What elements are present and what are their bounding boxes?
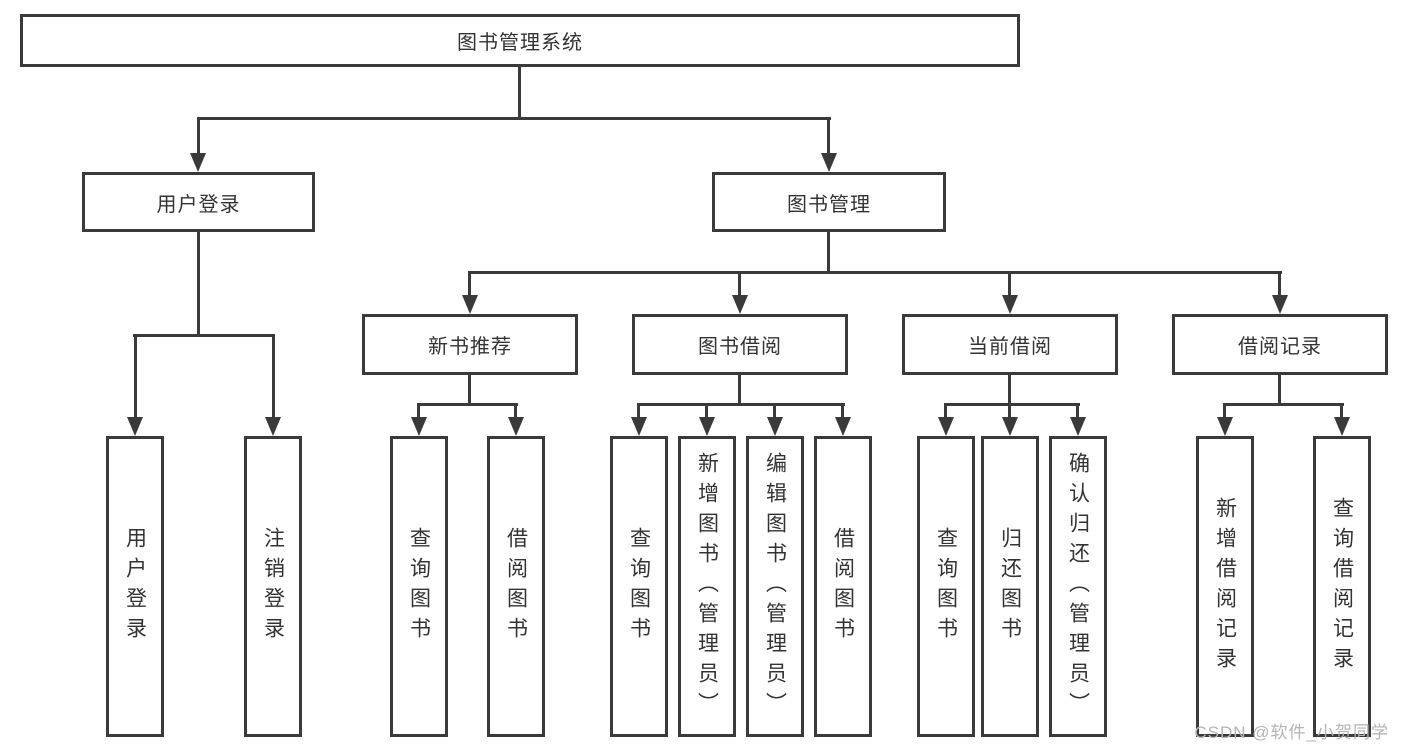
node-leaf-borrow-books-1: 借阅图书 (487, 436, 545, 737)
node-new-book-recommend-label: 新书推荐 (428, 336, 512, 358)
arrowhead-user-login (190, 153, 206, 172)
connector-root-distribution (197, 117, 831, 120)
node-leaf-query-borrow-record: 查询借阅记录 (1313, 436, 1371, 737)
node-leaf-logout: 注销登录 (244, 436, 302, 737)
connector-to-new-book-recommend (468, 271, 471, 297)
arrowhead-book-management (821, 153, 837, 172)
arrowhead-leaf-logout (265, 417, 281, 436)
connector-borrowing-records-distribution (1223, 403, 1344, 406)
node-current-borrowing-label: 当前借阅 (968, 336, 1052, 358)
connector-book-management-distribution (468, 271, 1282, 274)
arrowhead-leaf-query-record (1334, 417, 1350, 436)
node-leaf-user-login: 用户登录 (106, 436, 164, 737)
arrowhead-new-book-recommend (462, 295, 478, 314)
node-book-management-label: 图书管理 (787, 193, 871, 216)
node-leaf-query-books-1: 查询图书 (390, 436, 448, 737)
connector-to-leaf-return-books (1008, 403, 1011, 419)
connector-current-borrowing-stub (1008, 373, 1011, 405)
node-leaf-query-books-3-label: 查询图书 (934, 526, 958, 647)
node-new-book-recommend: 新书推荐 (362, 314, 578, 375)
node-book-management: 图书管理 (712, 172, 946, 232)
node-leaf-return-books: 归还图书 (981, 436, 1039, 737)
connector-to-leaf-query-books-1 (417, 403, 420, 419)
arrowhead-leaf-add-books (699, 417, 715, 436)
node-book-borrowing: 图书借阅 (632, 314, 848, 375)
node-leaf-logout-label: 注销登录 (261, 526, 285, 647)
connector-book-management-stub (827, 231, 830, 273)
node-current-borrowing: 当前借阅 (902, 314, 1118, 375)
arrowhead-borrowing-records (1272, 295, 1288, 314)
arrowhead-leaf-query-books-2 (631, 417, 647, 436)
connector-to-leaf-query-books-2 (637, 403, 640, 419)
node-leaf-add-borrow-record-label: 新增借阅记录 (1213, 496, 1237, 677)
connector-user-login-stub (197, 231, 200, 336)
connector-user-login-distribution (133, 334, 275, 337)
node-leaf-confirm-return-admin-label: 确认归还（管理员） (1066, 451, 1090, 722)
node-user-login: 用户登录 (82, 172, 315, 232)
connector-to-leaf-add-books (705, 403, 708, 419)
node-leaf-query-books-1-label: 查询图书 (407, 526, 431, 647)
arrowhead-leaf-user-login (127, 417, 143, 436)
arrowhead-leaf-borrow-books-1 (508, 417, 524, 436)
connector-to-leaf-borrow-books-1 (514, 403, 517, 419)
connector-to-leaf-edit-books (773, 403, 776, 419)
node-leaf-query-borrow-record-label: 查询借阅记录 (1330, 496, 1354, 677)
node-leaf-query-books-2-label: 查询图书 (627, 526, 651, 647)
node-leaf-add-borrow-record: 新增借阅记录 (1196, 436, 1254, 737)
node-leaf-borrow-books-1-label: 借阅图书 (504, 526, 528, 647)
connector-root-to-user-login (197, 117, 200, 155)
connector-root-to-book-management (827, 117, 830, 155)
node-leaf-add-books-admin: 新增图书（管理员） (678, 436, 736, 737)
node-borrowing-records: 借阅记录 (1172, 314, 1388, 375)
arrowhead-leaf-edit-books (767, 417, 783, 436)
connector-to-borrowing-records (1278, 271, 1281, 297)
node-leaf-query-books-3: 查询图书 (917, 436, 975, 737)
node-borrowing-records-label: 借阅记录 (1238, 336, 1322, 358)
arrowhead-book-borrowing (732, 295, 748, 314)
connector-to-leaf-add-record (1223, 403, 1226, 419)
node-leaf-query-books-2: 查询图书 (610, 436, 668, 737)
connector-new-book-recommend-distribution (417, 403, 518, 406)
node-root: 图书管理系统 (20, 14, 1020, 67)
node-root-label: 图书管理系统 (457, 32, 583, 54)
node-leaf-borrow-books-2: 借阅图书 (814, 436, 872, 737)
connector-book-borrowing-stub (738, 373, 741, 405)
connector-root-stub (518, 66, 521, 119)
connector-borrowing-records-stub (1278, 373, 1281, 405)
node-leaf-user-login-label: 用户登录 (123, 526, 147, 647)
node-leaf-edit-books-admin: 编辑图书（管理员） (746, 436, 804, 737)
arrowhead-current-borrowing (1002, 295, 1018, 314)
connector-to-leaf-logout (272, 334, 275, 419)
connector-to-leaf-confirm-return (1076, 403, 1079, 419)
connector-new-book-recommend-stub (468, 373, 471, 405)
connector-to-leaf-borrow-books-2 (841, 403, 844, 419)
arrowhead-leaf-confirm-return (1070, 417, 1086, 436)
node-user-login-label: 用户登录 (156, 193, 241, 216)
arrowhead-leaf-query-books-3 (938, 417, 954, 436)
arrowhead-leaf-query-books-1 (411, 417, 427, 436)
connector-to-leaf-user-login (134, 334, 137, 419)
node-leaf-borrow-books-2-label: 借阅图书 (831, 526, 855, 647)
arrowhead-leaf-return-books (1002, 417, 1018, 436)
csdn-watermark: CSDN @软件_小贺同学 (1194, 723, 1389, 742)
node-leaf-edit-books-admin-label: 编辑图书（管理员） (763, 451, 787, 722)
connector-to-leaf-query-books-3 (944, 403, 947, 419)
connector-current-borrowing-distribution (944, 403, 1080, 406)
node-leaf-add-books-admin-label: 新增图书（管理员） (695, 451, 719, 722)
node-leaf-confirm-return-admin: 确认归还（管理员） (1049, 436, 1107, 737)
node-book-borrowing-label: 图书借阅 (698, 336, 782, 358)
connector-to-current-borrowing (1008, 271, 1011, 297)
connector-book-borrowing-distribution (637, 403, 845, 406)
arrowhead-leaf-borrow-books-2 (835, 417, 851, 436)
arrowhead-leaf-add-record (1217, 417, 1233, 436)
node-leaf-return-books-label: 归还图书 (998, 526, 1022, 647)
connector-to-leaf-query-record (1340, 403, 1343, 419)
connector-to-book-borrowing (738, 271, 741, 297)
